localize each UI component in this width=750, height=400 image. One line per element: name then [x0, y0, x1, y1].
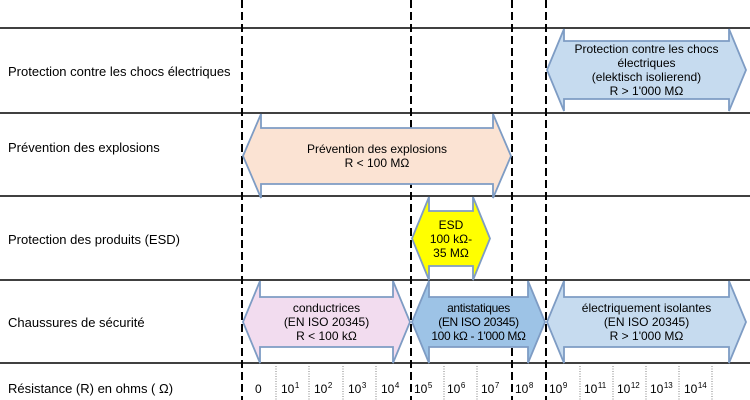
- tick-exponent: 7: [494, 381, 500, 390]
- scale-tick-label: 1011: [584, 381, 606, 397]
- scale-tick-label: 104: [381, 381, 399, 397]
- arrow-text-line: (EN ISO 20345): [283, 315, 370, 329]
- arrow-label-insulating: électriquement isolantes (EN ISO 20345) …: [547, 281, 746, 363]
- arrow-text-line: R > 1'000 MΩ: [609, 84, 684, 98]
- scale-tick-label: 1012: [617, 381, 640, 397]
- tick-base: 0: [255, 382, 262, 396]
- scale-tick-label: 105: [414, 381, 432, 397]
- scale-tick-label: 1014: [684, 381, 707, 397]
- arrow-label-explosion-prevention: Prévention des explosions R < 100 MΩ: [243, 114, 511, 198]
- row-label-product-protection: Protection des produits (ESD): [8, 232, 180, 247]
- tick-exponent: 1: [294, 381, 300, 390]
- arrow-text-line: 100 kΩ - 1'000 MΩ: [431, 329, 526, 343]
- arrow-text-line: électriquement isolantes: [581, 301, 712, 315]
- arrow-text-line: R < 100 MΩ: [344, 156, 410, 170]
- arrow-text-line: R > 1'000 MΩ: [609, 329, 684, 343]
- tick-exponent: 6: [460, 381, 466, 390]
- row-label-safety-shoes: Chaussures de sécurité: [8, 315, 145, 330]
- tick-base: 10: [481, 382, 495, 396]
- tick-base: 10: [348, 382, 362, 396]
- arrow-text-line: électriques: [617, 56, 676, 70]
- tick-base: 10: [650, 382, 664, 396]
- tick-exponent: 4: [394, 381, 400, 390]
- scale-tick-label: 103: [348, 381, 366, 397]
- tick-base: 10: [381, 382, 395, 396]
- arrow-conductive: [242, 280, 411, 364]
- arrow-insulating: [546, 280, 747, 364]
- arrow-text-line: (elektisch isolierend): [591, 70, 702, 84]
- arrow-text-line: (EN ISO 20345): [603, 315, 690, 329]
- row-label-explosion-prevention: Prévention des explosions: [8, 140, 160, 155]
- arrow-explosion-prevention: [242, 113, 512, 199]
- arrow-shock-protection: [546, 28, 747, 112]
- tick-base: 10: [515, 382, 529, 396]
- row-label-shock-protection: Protection contre les chocs électriques: [8, 64, 231, 79]
- scale-tick-label: 108: [515, 381, 533, 397]
- scale-separators: [275, 366, 713, 400]
- arrow-text-line: 100 kΩ-: [429, 231, 473, 246]
- tick-base: 10: [617, 382, 631, 396]
- arrow-text-line: conductrices: [292, 301, 361, 315]
- tick-exponent: 8: [528, 381, 534, 390]
- tick-base: 10: [314, 382, 328, 396]
- tick-base: 10: [281, 382, 295, 396]
- scale-tick-label: 1013: [650, 381, 673, 397]
- tick-exponent: 5: [427, 381, 433, 390]
- tick-base: 10: [549, 382, 563, 396]
- scale-axis-label: Résistance (R) en ohms ( Ω): [8, 381, 174, 396]
- tick-exponent: 2: [327, 381, 333, 390]
- tick-exponent: 13: [663, 381, 673, 390]
- arrow-antistatic: [411, 280, 546, 364]
- tick-base: 10: [414, 382, 428, 396]
- scale-tick-label: 0: [255, 381, 262, 397]
- arrow-text-line: (EN ISO 20345): [438, 315, 519, 329]
- arrow-text-line: 35 MΩ: [433, 245, 469, 260]
- scale-tick-label: 106: [447, 381, 465, 397]
- scale-tick-label: 102: [314, 381, 332, 397]
- tick-base: 10: [447, 382, 461, 396]
- range-arrows: [242, 28, 747, 364]
- arrow-text-line: antistatiques: [447, 301, 510, 315]
- tick-base: 10: [584, 382, 598, 396]
- arrow-text-line: Protection contre les chocs: [574, 42, 719, 56]
- row-dividers: [0, 27, 750, 364]
- scale-tick-label: 107: [481, 381, 499, 397]
- tick-exponent: 9: [562, 381, 568, 390]
- tick-exponent: 14: [697, 381, 707, 390]
- arrow-text-line: ESD: [438, 217, 464, 232]
- tick-base: 10: [684, 382, 698, 396]
- scale-tick-label: 109: [549, 381, 567, 397]
- arrow-label-antistatic: antistatiques (EN ISO 20345) 100 kΩ - 1'…: [412, 281, 545, 363]
- arrow-label-esd: ESD 100 kΩ- 35 MΩ: [412, 197, 490, 280]
- arrow-label-shock-protection: Protection contre les chocs électriques …: [547, 29, 746, 111]
- arrow-text-line: Prévention des explosions: [306, 142, 448, 156]
- arrow-esd: [411, 196, 491, 281]
- scale-tick-label: 101: [281, 381, 299, 397]
- tick-exponent: 11: [597, 381, 607, 390]
- tick-exponent: 12: [630, 381, 640, 390]
- tick-exponent: 3: [361, 381, 367, 390]
- range-boundaries: [241, 0, 547, 400]
- arrow-label-conductive: conductrices (EN ISO 20345) R < 100 kΩ: [243, 281, 410, 363]
- arrow-text-line: R < 100 kΩ: [296, 329, 357, 343]
